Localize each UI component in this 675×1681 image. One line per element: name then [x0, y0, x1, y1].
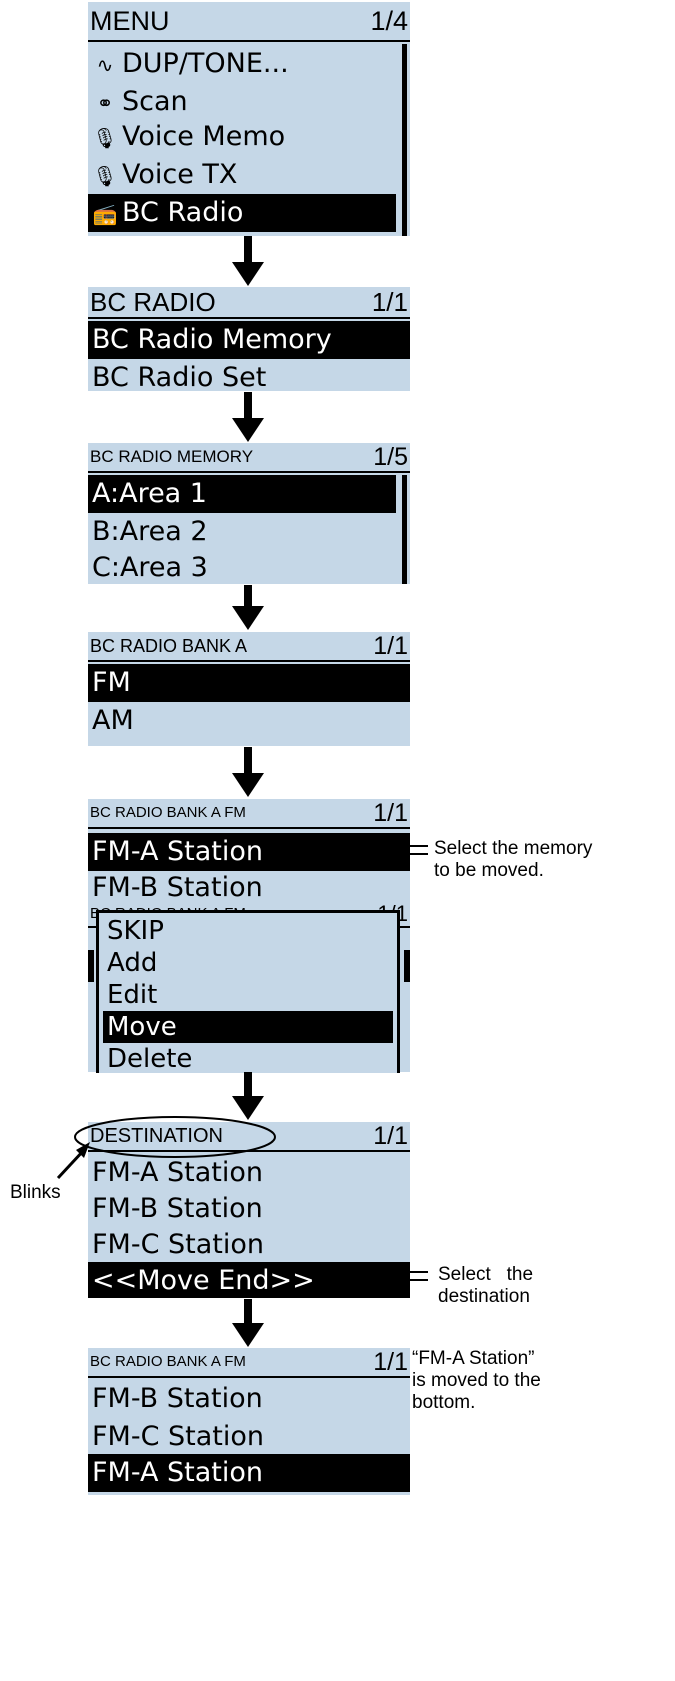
menu-page: 1/4 — [370, 6, 408, 36]
bank-a-header: BC RADIO BANK A 1/1 — [88, 632, 410, 662]
area-1-item[interactable]: A:Area 1 — [88, 475, 396, 513]
radio-icon: 📻 — [92, 202, 118, 226]
bank-a-fm-title: BC RADIO BANK A FM — [90, 804, 246, 821]
result-title: BC RADIO BANK A FM — [90, 1353, 246, 1370]
quick-menu-popup: SKIP Add Edit Move Delete — [96, 910, 400, 1073]
fm-b-station-item[interactable]: FM-B Station — [92, 872, 263, 903]
down-arrow-icon — [232, 747, 264, 797]
blink-highlight — [74, 1116, 276, 1158]
bc-radio-title: BC RADIO — [90, 287, 216, 317]
menu-item-bc-radio[interactable]: 📻BC Radio — [88, 194, 396, 232]
move-option[interactable]: Move — [103, 1011, 393, 1043]
am-item[interactable]: AM — [92, 705, 134, 736]
bc-radio-memory-title: BC RADIO MEMORY — [90, 447, 254, 466]
result-fm-c-item[interactable]: FM-C Station — [92, 1421, 264, 1452]
select-destination-note: Select the destination — [438, 1264, 534, 1307]
dest-fm-c-item[interactable]: FM-C Station — [92, 1229, 264, 1260]
move-end-item[interactable]: <<Move End>> — [88, 1262, 410, 1298]
menu-item-scan[interactable]: ⚭Scan — [88, 83, 396, 121]
page-bottom-mask — [80, 1495, 420, 1681]
bank-a-fm-page: 1/1 — [373, 799, 408, 827]
skip-option[interactable]: SKIP — [107, 916, 164, 946]
down-arrow-icon — [232, 1299, 264, 1347]
bc-radio-memory-header: BC RADIO MEMORY 1/5 — [88, 443, 410, 473]
dup-tone-icon: ∿ — [96, 53, 114, 77]
bc-radio-memory-page: 1/5 — [373, 443, 408, 471]
bc-radio-memory-screen: BC RADIO MEMORY 1/5 A:Area 1 B:Area 2 C:… — [88, 443, 410, 584]
callout-arrow-icon — [363, 839, 428, 861]
menu-item-voice-memo[interactable]: 🎙Voice Memo — [88, 118, 396, 156]
result-fm-a-item[interactable]: FM-A Station — [88, 1454, 410, 1492]
bank-a-title: BC RADIO BANK A — [90, 636, 248, 656]
moved-note: “FM-A Station” is moved to the bottom. — [412, 1348, 541, 1413]
scrollbar[interactable] — [402, 44, 407, 236]
result-page: 1/1 — [373, 1348, 408, 1376]
callout-arrow-icon — [363, 1265, 428, 1287]
menu-item-dup-tone[interactable]: ∿DUP/TONE... — [88, 45, 396, 83]
area-3-item[interactable]: C:Area 3 — [92, 552, 208, 583]
bc-radio-screen: BC RADIO 1/1 BC Radio Memory BC Radio Se… — [88, 287, 410, 391]
result-fm-b-item[interactable]: FM-B Station — [92, 1383, 263, 1414]
down-arrow-icon — [232, 392, 264, 442]
destination-page: 1/1 — [373, 1122, 408, 1150]
dest-fm-b-item[interactable]: FM-B Station — [92, 1193, 263, 1224]
behind-row-right — [404, 950, 410, 982]
menu-title: MENU — [90, 6, 170, 36]
binoculars-icon: ⚭ — [96, 91, 114, 115]
blink-pointer-icon — [56, 1142, 90, 1180]
bc-radio-page: 1/1 — [371, 287, 408, 317]
destination-screen: DESTINATION 1/1 FM-A Station FM-B Statio… — [88, 1122, 410, 1298]
fm-item[interactable]: FM — [88, 664, 410, 702]
bank-a-fm-screen: BC RADIO BANK A FM 1/1 FM-A Station FM-B… — [88, 799, 410, 904]
menu-item-voice-tx[interactable]: 🎙Voice TX — [88, 156, 396, 194]
down-arrow-icon — [232, 1072, 264, 1120]
bc-radio-memory-item[interactable]: BC Radio Memory — [88, 321, 410, 359]
microphone-icon: 🎙 — [92, 126, 118, 150]
bank-a-screen: BC RADIO BANK A 1/1 FM AM — [88, 632, 410, 746]
microphone-tx-icon: 🎙 — [92, 164, 118, 188]
down-arrow-icon — [232, 585, 264, 630]
down-arrow-icon — [232, 236, 264, 286]
menu-header: MENU 1/4 — [88, 2, 410, 42]
scrollbar[interactable] — [402, 475, 407, 584]
behind-row-left — [88, 950, 94, 982]
menu-screen: MENU 1/4 ∿DUP/TONE... ⚭Scan 🎙Voice Memo … — [88, 2, 410, 236]
blinks-label: Blinks — [10, 1182, 61, 1203]
bc-radio-set-item[interactable]: BC Radio Set — [92, 362, 267, 391]
fm-a-station-item[interactable]: FM-A Station — [88, 833, 410, 871]
select-memory-note: Select the memory to be moved. — [434, 838, 593, 881]
result-header: BC RADIO BANK A FM 1/1 — [88, 1348, 410, 1378]
bank-a-fm-header: BC RADIO BANK A FM 1/1 — [88, 799, 410, 829]
delete-option[interactable]: Delete — [107, 1044, 193, 1073]
dest-fm-a-item[interactable]: FM-A Station — [92, 1157, 264, 1188]
destination-title: DESTINATION — [90, 1125, 223, 1147]
area-2-item[interactable]: B:Area 2 — [92, 516, 208, 547]
edit-option[interactable]: Edit — [107, 980, 158, 1010]
bank-a-page: 1/1 — [373, 632, 408, 660]
bc-radio-header: BC RADIO 1/1 — [88, 287, 410, 319]
add-option[interactable]: Add — [107, 948, 158, 978]
